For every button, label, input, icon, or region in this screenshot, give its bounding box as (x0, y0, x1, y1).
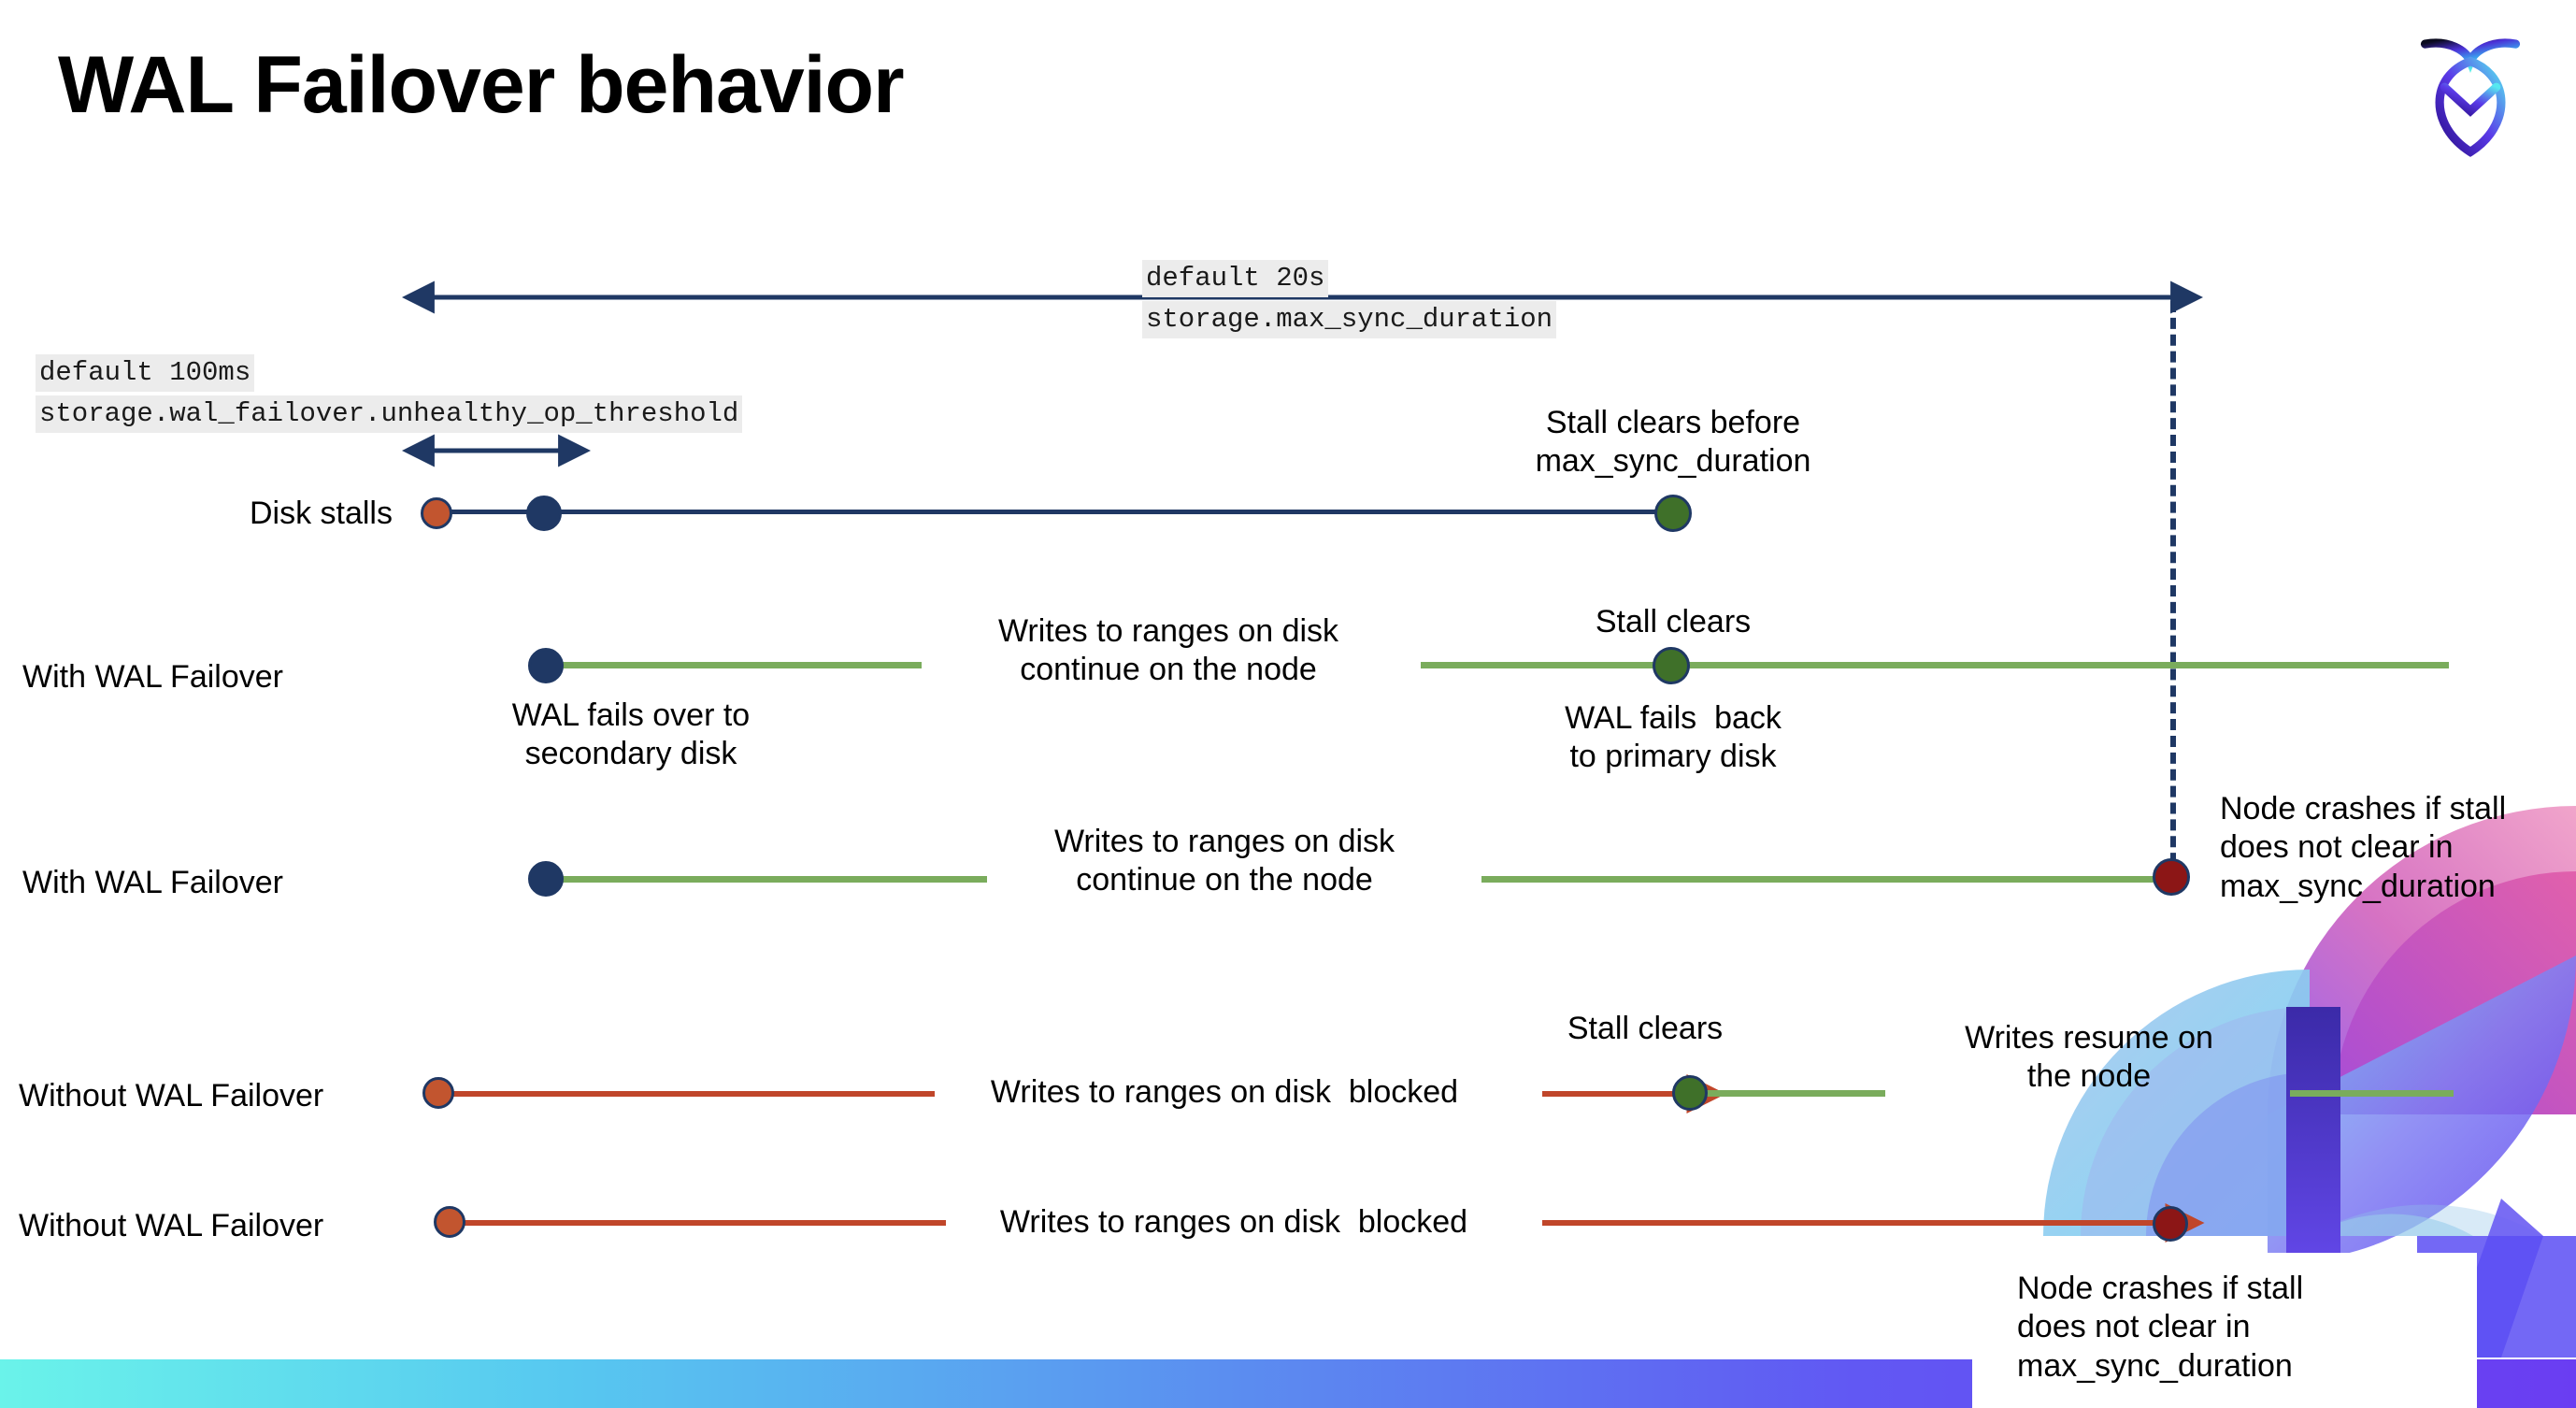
without-failover-clear-dot (1672, 1075, 1708, 1111)
row-label-without-wal-failover-clears: Without WAL Failover (19, 1078, 324, 1113)
page-title: WAL Failover behavior (58, 40, 905, 130)
annotation-stall-clears-row2: Stall clears (1595, 604, 1752, 639)
row-label-with-wal-failover-crash: With WAL Failover (22, 865, 283, 900)
annotation-writes-blocked-row5: Writes to ranges on disk blocked (999, 1204, 1468, 1240)
with-failover-green-line-a (548, 662, 922, 668)
setting-max-sync-duration-name: storage.max_sync_duration (1142, 301, 1557, 339)
setting-max-sync-duration-default: default 20s (1142, 260, 1329, 298)
node-crashes-callout-box (1972, 1253, 2477, 1408)
without-failover-green-line-b (2290, 1090, 2454, 1097)
annotation-node-crashes-row5: Node crashes if stall does not clear in … (2017, 1271, 2304, 1384)
annotation-writes-continue-row2: Writes to ranges on disk continue on the… (997, 613, 1339, 688)
with-failover-crash-dot (2153, 858, 2190, 896)
disk-stalls-start-dot (421, 497, 452, 529)
annotation-node-crashes-row3: Node crashes if stall does not clear in … (2220, 791, 2507, 904)
disk-stalls-clear-dot (1654, 495, 1692, 532)
with-failover-crash-green-line-a (548, 876, 987, 883)
annotation-wal-fails-back: WAL fails back to primary disk (1565, 700, 1782, 775)
without-failover-crash-dot (2153, 1206, 2188, 1242)
with-failover-failover-dot (528, 648, 564, 683)
row-label-with-wal-failover-clears: With WAL Failover (22, 659, 283, 695)
with-failover-green-line-b (1421, 662, 2449, 668)
without-failover-crash-start-dot (434, 1206, 465, 1238)
annotation-writes-resume: Writes resume on the node (1965, 1020, 2213, 1095)
annotation-stall-clears-before-max: Stall clears before max_sync_duration (1535, 405, 1811, 480)
max-sync-duration-guideline (2170, 301, 2176, 881)
cockroachdb-logo-icon (2420, 38, 2521, 157)
without-failover-crash-red-line-a (460, 1220, 946, 1226)
annotation-writes-continue-row3: Writes to ranges on disk continue on the… (1053, 824, 1395, 898)
with-failover-crash-failover-dot (528, 861, 564, 897)
setting-unhealthy-op-threshold-name: storage.wal_failover.unhealthy_op_thresh… (36, 395, 743, 434)
disk-stalls-timeline (437, 510, 1673, 514)
annotation-writes-blocked-row4: Writes to ranges on disk blocked (990, 1074, 1459, 1110)
with-failover-crash-green-line-b (1481, 876, 2173, 883)
annotation-wal-fails-over: WAL fails over to secondary disk (511, 697, 751, 772)
disk-stalls-failover-dot (526, 496, 562, 531)
without-failover-start-dot (422, 1077, 454, 1109)
without-failover-green-line-a (1703, 1090, 1885, 1097)
with-failover-clear-dot (1653, 647, 1690, 684)
without-failover-red-line-a (449, 1091, 935, 1097)
row-label-disk-stalls: Disk stalls (249, 496, 393, 531)
setting-unhealthy-op-threshold-default: default 100ms (36, 354, 255, 393)
row-label-without-wal-failover-crash: Without WAL Failover (19, 1208, 324, 1243)
annotation-stall-clears-row4: Stall clears (1567, 1011, 1724, 1046)
